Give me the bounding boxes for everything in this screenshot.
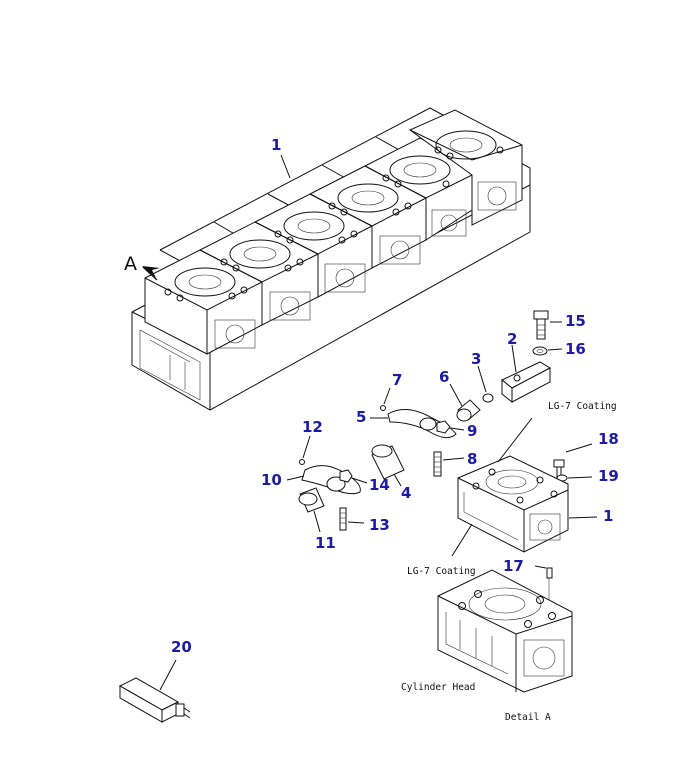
callout-6: 6 bbox=[439, 368, 450, 386]
plug-3-illustration bbox=[477, 365, 494, 403]
callout-1-top: 1 bbox=[271, 136, 282, 154]
lg7-coating-lower-label: LG-7 Coating bbox=[407, 566, 476, 577]
callout-12: 12 bbox=[302, 418, 323, 436]
callout-17: 17 bbox=[503, 557, 524, 575]
rocker-housing-1-illustration bbox=[457, 455, 598, 553]
washer-19-illustration bbox=[556, 474, 593, 482]
callout-5: 5 bbox=[356, 408, 367, 426]
callout-4: 4 bbox=[401, 484, 412, 502]
ball-12-illustration bbox=[299, 435, 311, 465]
callout-18: 18 bbox=[598, 430, 619, 448]
callout-1-detail: 1 bbox=[603, 507, 614, 525]
callout-16: 16 bbox=[565, 340, 586, 358]
callout-8: 8 bbox=[467, 450, 478, 468]
rocker-support-2-illustration bbox=[501, 344, 552, 404]
callout-3: 3 bbox=[471, 350, 482, 368]
callout-15: 15 bbox=[565, 312, 586, 330]
callout-19: 19 bbox=[598, 467, 619, 485]
coating-lower-leader bbox=[451, 523, 473, 557]
adjusting-screw-8-illustration bbox=[433, 451, 465, 477]
cylinder-head-label: Cylinder Head bbox=[401, 682, 476, 693]
callout-14: 14 bbox=[369, 476, 390, 494]
cylinder-head-detail-illustration bbox=[437, 569, 573, 693]
callout-2: 2 bbox=[507, 330, 518, 348]
view-letter-a: A bbox=[124, 253, 137, 275]
cylinder-head-6 bbox=[409, 109, 523, 226]
cylinder-head-assembly-illustration bbox=[131, 109, 531, 411]
nut-14-illustration bbox=[339, 469, 368, 484]
lg7-coating-upper-label: LG-7 Coating bbox=[548, 401, 617, 412]
cylinder-head-1 bbox=[144, 249, 263, 355]
callout-20: 20 bbox=[171, 638, 192, 656]
callout-10: 10 bbox=[261, 471, 282, 489]
bushing-11-illustration bbox=[298, 487, 325, 533]
view-a-arrow bbox=[142, 266, 160, 281]
coating-upper-leader bbox=[497, 417, 533, 463]
callout-11: 11 bbox=[315, 534, 336, 552]
detail-a-label: Detail A bbox=[505, 712, 551, 723]
callout-7: 7 bbox=[392, 371, 403, 389]
nut-9-illustration bbox=[436, 420, 465, 434]
callout-13: 13 bbox=[369, 516, 390, 534]
bolt-15-illustration bbox=[533, 310, 562, 340]
connector-20-illustration bbox=[118, 659, 191, 723]
screw-13-illustration bbox=[339, 507, 365, 531]
washer-16-illustration bbox=[532, 346, 563, 356]
callout-9: 9 bbox=[467, 422, 478, 440]
cylinder-head-5 bbox=[363, 137, 473, 241]
bushing-6-illustration bbox=[449, 383, 481, 422]
bushing-4-illustration bbox=[371, 444, 405, 487]
